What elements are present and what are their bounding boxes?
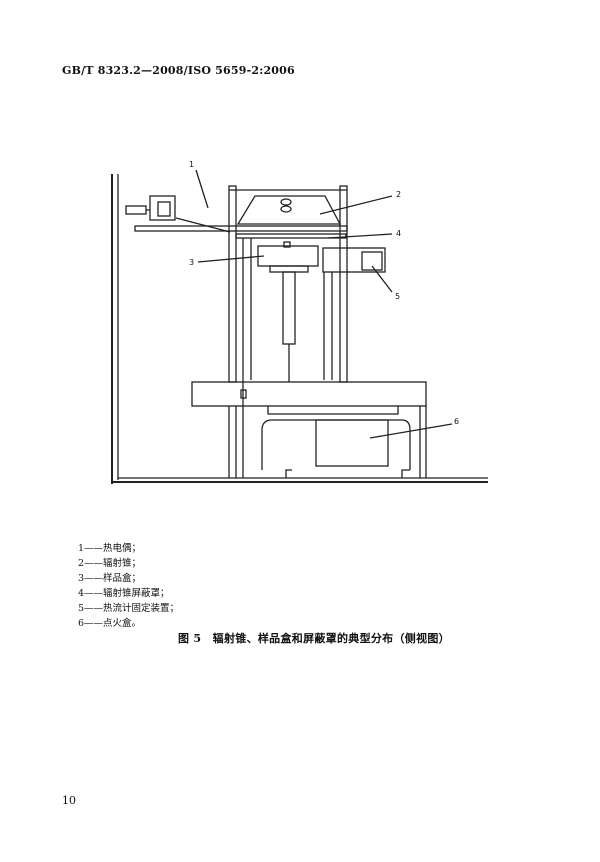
legend-item: 6——点火盒。 <box>78 618 142 629</box>
radiant-cone <box>236 195 342 225</box>
callout-4: 4 <box>396 229 401 238</box>
legend-item: 5——热流计固定装置； <box>78 603 180 614</box>
leader-2 <box>319 195 393 215</box>
legend-item: 1——热电偶； <box>78 543 142 554</box>
figure-caption: 图 5 辐射锥、样品盒和屏蔽罩的典型分布（侧视图） <box>178 632 450 645</box>
page-number: 10 <box>62 794 76 807</box>
callout-2: 2 <box>396 190 401 199</box>
callout-5: 5 <box>395 292 400 301</box>
callout-6: 6 <box>454 417 459 426</box>
figure-legend: 1——热电偶； 2——辐射锥； 3——样品盒； 4——辐射锥屏蔽罩； 5——热流… <box>78 541 179 631</box>
callout-labels: 1 2 3 4 5 6 <box>189 160 459 426</box>
legend-item: 4——辐射锥屏蔽罩； <box>78 588 170 599</box>
upper-shelf <box>134 225 348 232</box>
cone-shield <box>235 233 347 239</box>
thermocouple-housing <box>149 195 176 221</box>
frame-post-right <box>339 185 348 383</box>
heat-flux-meter-mount <box>322 247 386 273</box>
standard-header: GB/T 8323.2—2008/ISO 5659-2:2006 <box>62 64 295 77</box>
legend-item: 2——辐射锥； <box>78 558 142 569</box>
leader-1 <box>195 169 209 209</box>
leader-3 <box>197 255 265 263</box>
callout-1: 1 <box>189 160 194 169</box>
callout-3: 3 <box>189 258 194 267</box>
holder-rod <box>282 271 296 345</box>
legend-item: 3——样品盒； <box>78 573 142 584</box>
base-block <box>191 381 427 407</box>
leader-6 <box>369 423 453 439</box>
leader-4 <box>327 233 393 239</box>
sample-holder <box>257 245 319 267</box>
ignition-box <box>315 419 389 467</box>
apparatus-side-view-diagram: 1 2 3 4 5 6 <box>111 160 488 484</box>
leader-5 <box>371 265 393 293</box>
frame-post-left <box>228 185 237 383</box>
